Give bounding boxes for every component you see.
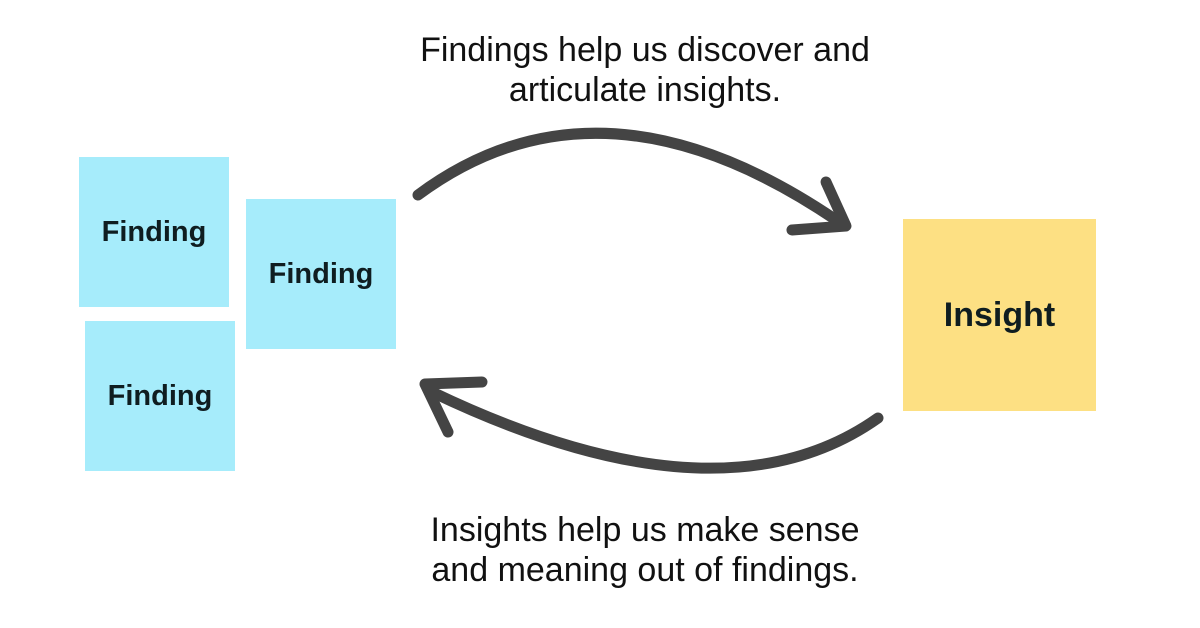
caption-bottom-line-1: Insights help us make sense [430,511,860,549]
finding-label-2: Finding [268,257,374,290]
caption-findings-to-insights: Findings help us discover and articulate… [340,30,950,110]
insight-label: Insight [943,295,1056,334]
finding-note-2: Finding [246,199,396,349]
arrow-insight-to-findings [419,376,884,474]
arrow-findings-to-insight [412,127,852,236]
insight-note: Insight [903,219,1096,411]
caption-top-line-1: Findings help us discover and [420,31,870,69]
finding-note-3: Finding [85,321,235,471]
finding-label-1: Finding [101,215,207,248]
caption-insights-to-findings: Insights help us make sense and meaning … [340,510,950,590]
caption-bottom-line-2: and meaning out of findings. [431,551,859,589]
caption-top-line-2: articulate insights. [508,71,782,109]
finding-note-1: Finding [79,157,229,307]
finding-label-3: Finding [107,379,213,412]
